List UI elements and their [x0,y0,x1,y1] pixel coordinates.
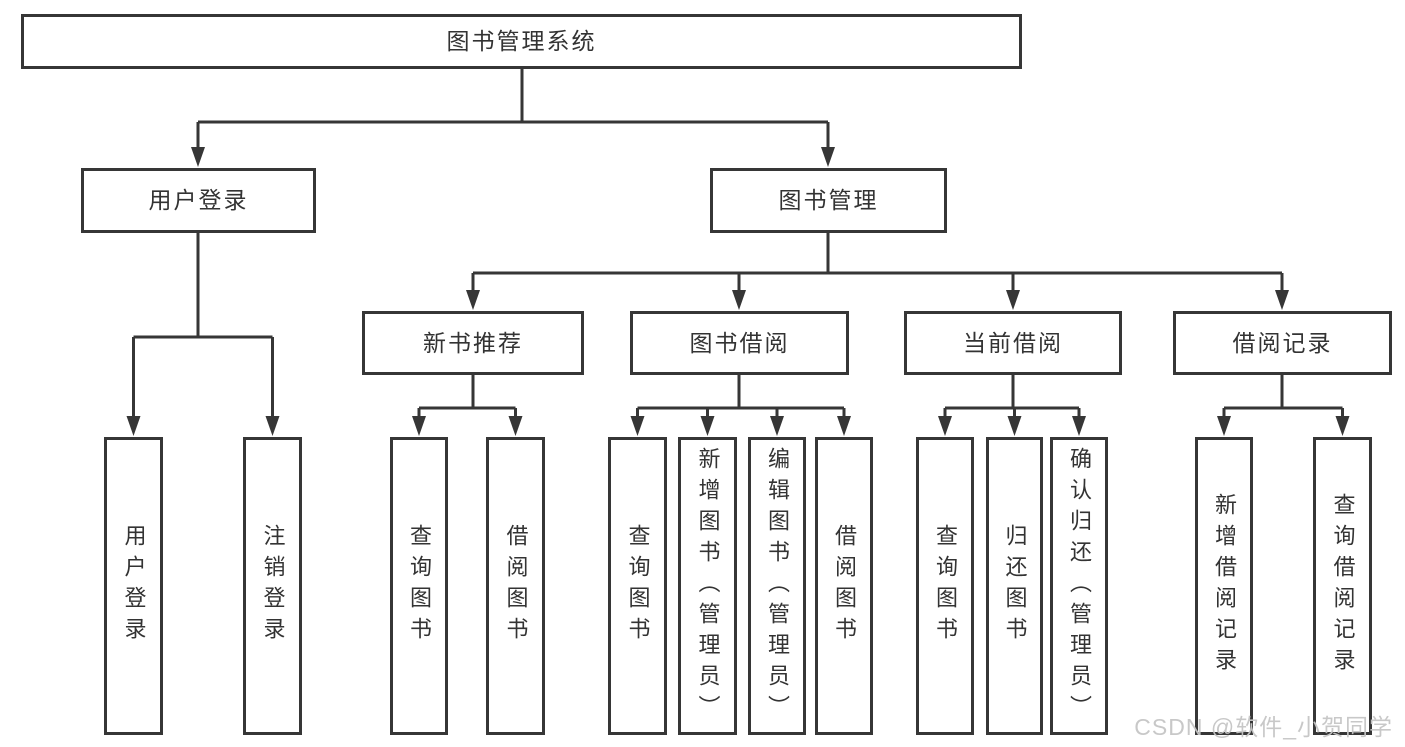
leaf-confirm-return-admin: 确认归还（管理员） [1050,437,1108,735]
arrowhead [1335,416,1350,436]
arrowheads-current-borrowing [938,416,1086,436]
arrowheads-book-management [466,290,1289,310]
leaf-edit-books-admin: 编辑图书（管理员） [748,437,806,735]
node-borrowing-records: 借阅记录 [1173,311,1392,375]
arrowhead [938,416,952,436]
leaf-return-books: 归还图书 [986,437,1043,735]
connector-current-borrowing-to-leaves [943,375,1081,421]
arrowhead [1217,416,1231,436]
node-new-book-recommendation: 新书推荐 [362,311,584,375]
arrowhead [191,147,205,167]
arrowheads-user-login [126,416,280,436]
leaf-query-books-recommend: 查询图书 [390,437,448,735]
arrowhead [126,416,141,436]
leaf-add-books-admin: 新增图书（管理员） [678,437,737,735]
connector-book-management-to-level3 [471,233,1284,295]
csdn-watermark: CSDN @软件_小贺同学 [1134,714,1393,740]
arrowhead [466,290,480,310]
leaf-borrow-books: 借阅图书 [815,437,873,735]
leaf-borrow-books-recommend: 借阅图书 [486,437,545,735]
arrowhead [837,416,851,436]
arrowhead [1007,416,1022,436]
node-user-login: 用户登录 [81,168,316,233]
arrowhead [1275,290,1289,310]
connector-borrowing-records-to-leaves [1222,375,1344,421]
node-root-system: 图书管理系统 [21,14,1022,69]
leaf-user-login: 用户登录 [104,437,163,735]
connector-new-book-to-leaves [417,375,517,421]
arrowhead [770,416,784,436]
arrowhead [508,416,523,436]
arrowhead [1006,290,1020,310]
connector-user-login-to-leaves [132,233,274,421]
arrowhead [412,416,426,436]
arrowhead [265,416,280,436]
node-current-borrowing: 当前借阅 [904,311,1122,375]
arrowhead [1072,416,1086,436]
leaf-add-borrowing-record: 新增借阅记录 [1195,437,1253,735]
connector-root-to-level2 [196,67,830,152]
arrowheads-book-borrowing [630,416,851,436]
arrowhead [700,416,715,436]
leaf-query-books-borrowing: 查询图书 [608,437,667,735]
node-book-borrowing: 图书借阅 [630,311,849,375]
arrowhead [821,147,835,167]
arrowhead [630,416,645,436]
arrowhead [732,290,746,310]
leaf-query-books-current: 查询图书 [916,437,974,735]
connector-book-borrowing-to-leaves [636,375,846,421]
arrowheads-borrowing-records [1217,416,1350,436]
arrowheads-root-to-level2 [191,147,835,167]
leaf-query-borrowing-record: 查询借阅记录 [1313,437,1372,735]
leaf-logout: 注销登录 [243,437,302,735]
node-book-management: 图书管理 [710,168,947,233]
arrowheads-new-book [412,416,523,436]
